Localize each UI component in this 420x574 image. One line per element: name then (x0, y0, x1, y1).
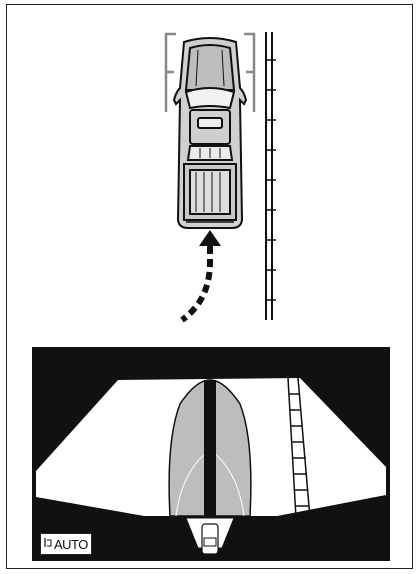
vehicle-hood-view (169, 380, 251, 520)
camera-mode-icon (44, 538, 52, 547)
camera-mode-label: AUTO (54, 538, 88, 552)
